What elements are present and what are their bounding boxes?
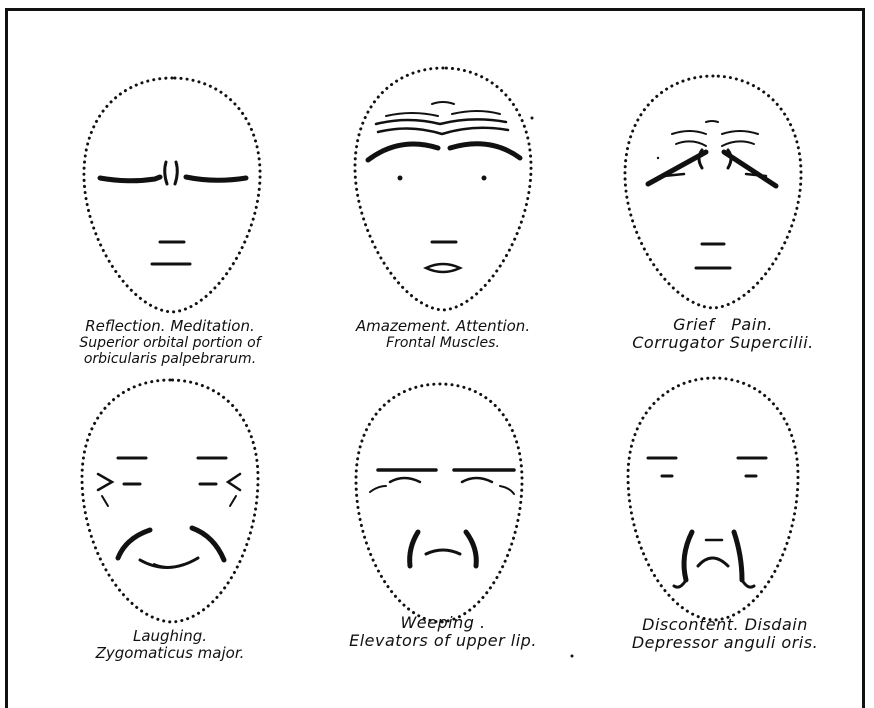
furrow-right (728, 150, 731, 168)
caption-title: Grief Pain. (588, 316, 858, 334)
face-outline (628, 378, 798, 620)
crows-feet-left (102, 496, 108, 506)
face-grief (625, 76, 801, 308)
face-outline (355, 68, 531, 310)
face-outline (84, 78, 260, 312)
nasolabial-right (466, 532, 476, 566)
face-outline (82, 380, 258, 622)
crows-feet-left (98, 474, 112, 490)
eye-fold-right (462, 478, 492, 482)
mouth-open (426, 264, 460, 272)
forehead-wrinkle (722, 131, 758, 134)
caption-reflection: Reflection. Meditation. Superior orbital… (30, 318, 310, 367)
brow-left (368, 144, 438, 160)
caption-amazement: Amazement. Attention. Frontal Muscles. (300, 318, 586, 351)
crows-feet-right (228, 474, 240, 490)
eye-left (398, 176, 403, 181)
caption-discontent: Discontent. Disdain Depressor anguli ori… (590, 616, 860, 653)
eye-fold-left (390, 478, 420, 482)
forehead-wrinkle (722, 141, 754, 146)
face-laughing (82, 380, 258, 622)
forehead-wrinkle (432, 102, 454, 104)
caption-title: Laughing. (40, 628, 300, 645)
caption-title: Reflection. Meditation. (30, 318, 310, 335)
fold-right (734, 532, 742, 580)
caption-title: Weeping . (312, 614, 574, 632)
forehead-wrinkle (676, 141, 706, 146)
crows-feet-right (230, 496, 236, 506)
chin-curl-left (674, 580, 686, 587)
brow-left (648, 152, 706, 184)
cheek-line-left (370, 486, 386, 492)
cheek-fold-right (192, 528, 224, 560)
eye-right (482, 176, 487, 181)
mouth-line (426, 550, 460, 554)
caption-muscle: Depressor anguli oris. (590, 634, 860, 652)
furrow-left (699, 150, 702, 168)
chin-curl-right (742, 580, 754, 587)
caption-title: Discontent. Disdain (590, 616, 860, 634)
face-outline (625, 76, 801, 308)
forehead-wrinkle (386, 113, 438, 116)
caption-muscle: Zygomaticus major. (40, 645, 300, 662)
stray-mark (657, 157, 659, 159)
face-reflection (84, 78, 260, 312)
forehead-wrinkle (452, 111, 500, 114)
frown-line-right (175, 162, 177, 184)
caption-title: Amazement. Attention. (300, 318, 586, 335)
caption-grief: Grief Pain. Corrugator Supercilii. (588, 316, 858, 353)
brow-left (100, 177, 160, 181)
face-outline (356, 384, 522, 622)
eye-line-right (746, 174, 766, 176)
caption-weeping: Weeping . Elevators of upper lip. (312, 614, 574, 651)
forehead-wrinkle (376, 119, 506, 124)
nasolabial-left (410, 532, 418, 566)
stray-mark (571, 655, 574, 658)
fold-left (684, 532, 692, 580)
mouth (698, 558, 728, 566)
brow-right (450, 144, 520, 158)
forehead-wrinkle (378, 128, 508, 134)
brow-right (186, 177, 246, 180)
caption-muscle: Frontal Muscles. (300, 335, 586, 351)
caption-laughing: Laughing. Zygomaticus major. (40, 628, 300, 663)
face-weeping (356, 384, 522, 622)
forehead-wrinkle (706, 121, 718, 122)
stray-mark (531, 117, 534, 120)
frown-line-left (165, 162, 167, 184)
face-amazement (355, 68, 531, 310)
forehead-wrinkle (672, 131, 706, 134)
cheek-fold-left (118, 530, 150, 558)
caption-muscle: Elevators of upper lip. (312, 632, 574, 650)
caption-muscle: Superior orbital portion of (30, 335, 310, 351)
cheek-line-right (500, 486, 514, 494)
face-discontent (628, 378, 798, 620)
caption-muscle: Corrugator Supercilii. (588, 334, 858, 352)
caption-muscle-cont: orbicularis palpebrarum. (30, 351, 310, 367)
